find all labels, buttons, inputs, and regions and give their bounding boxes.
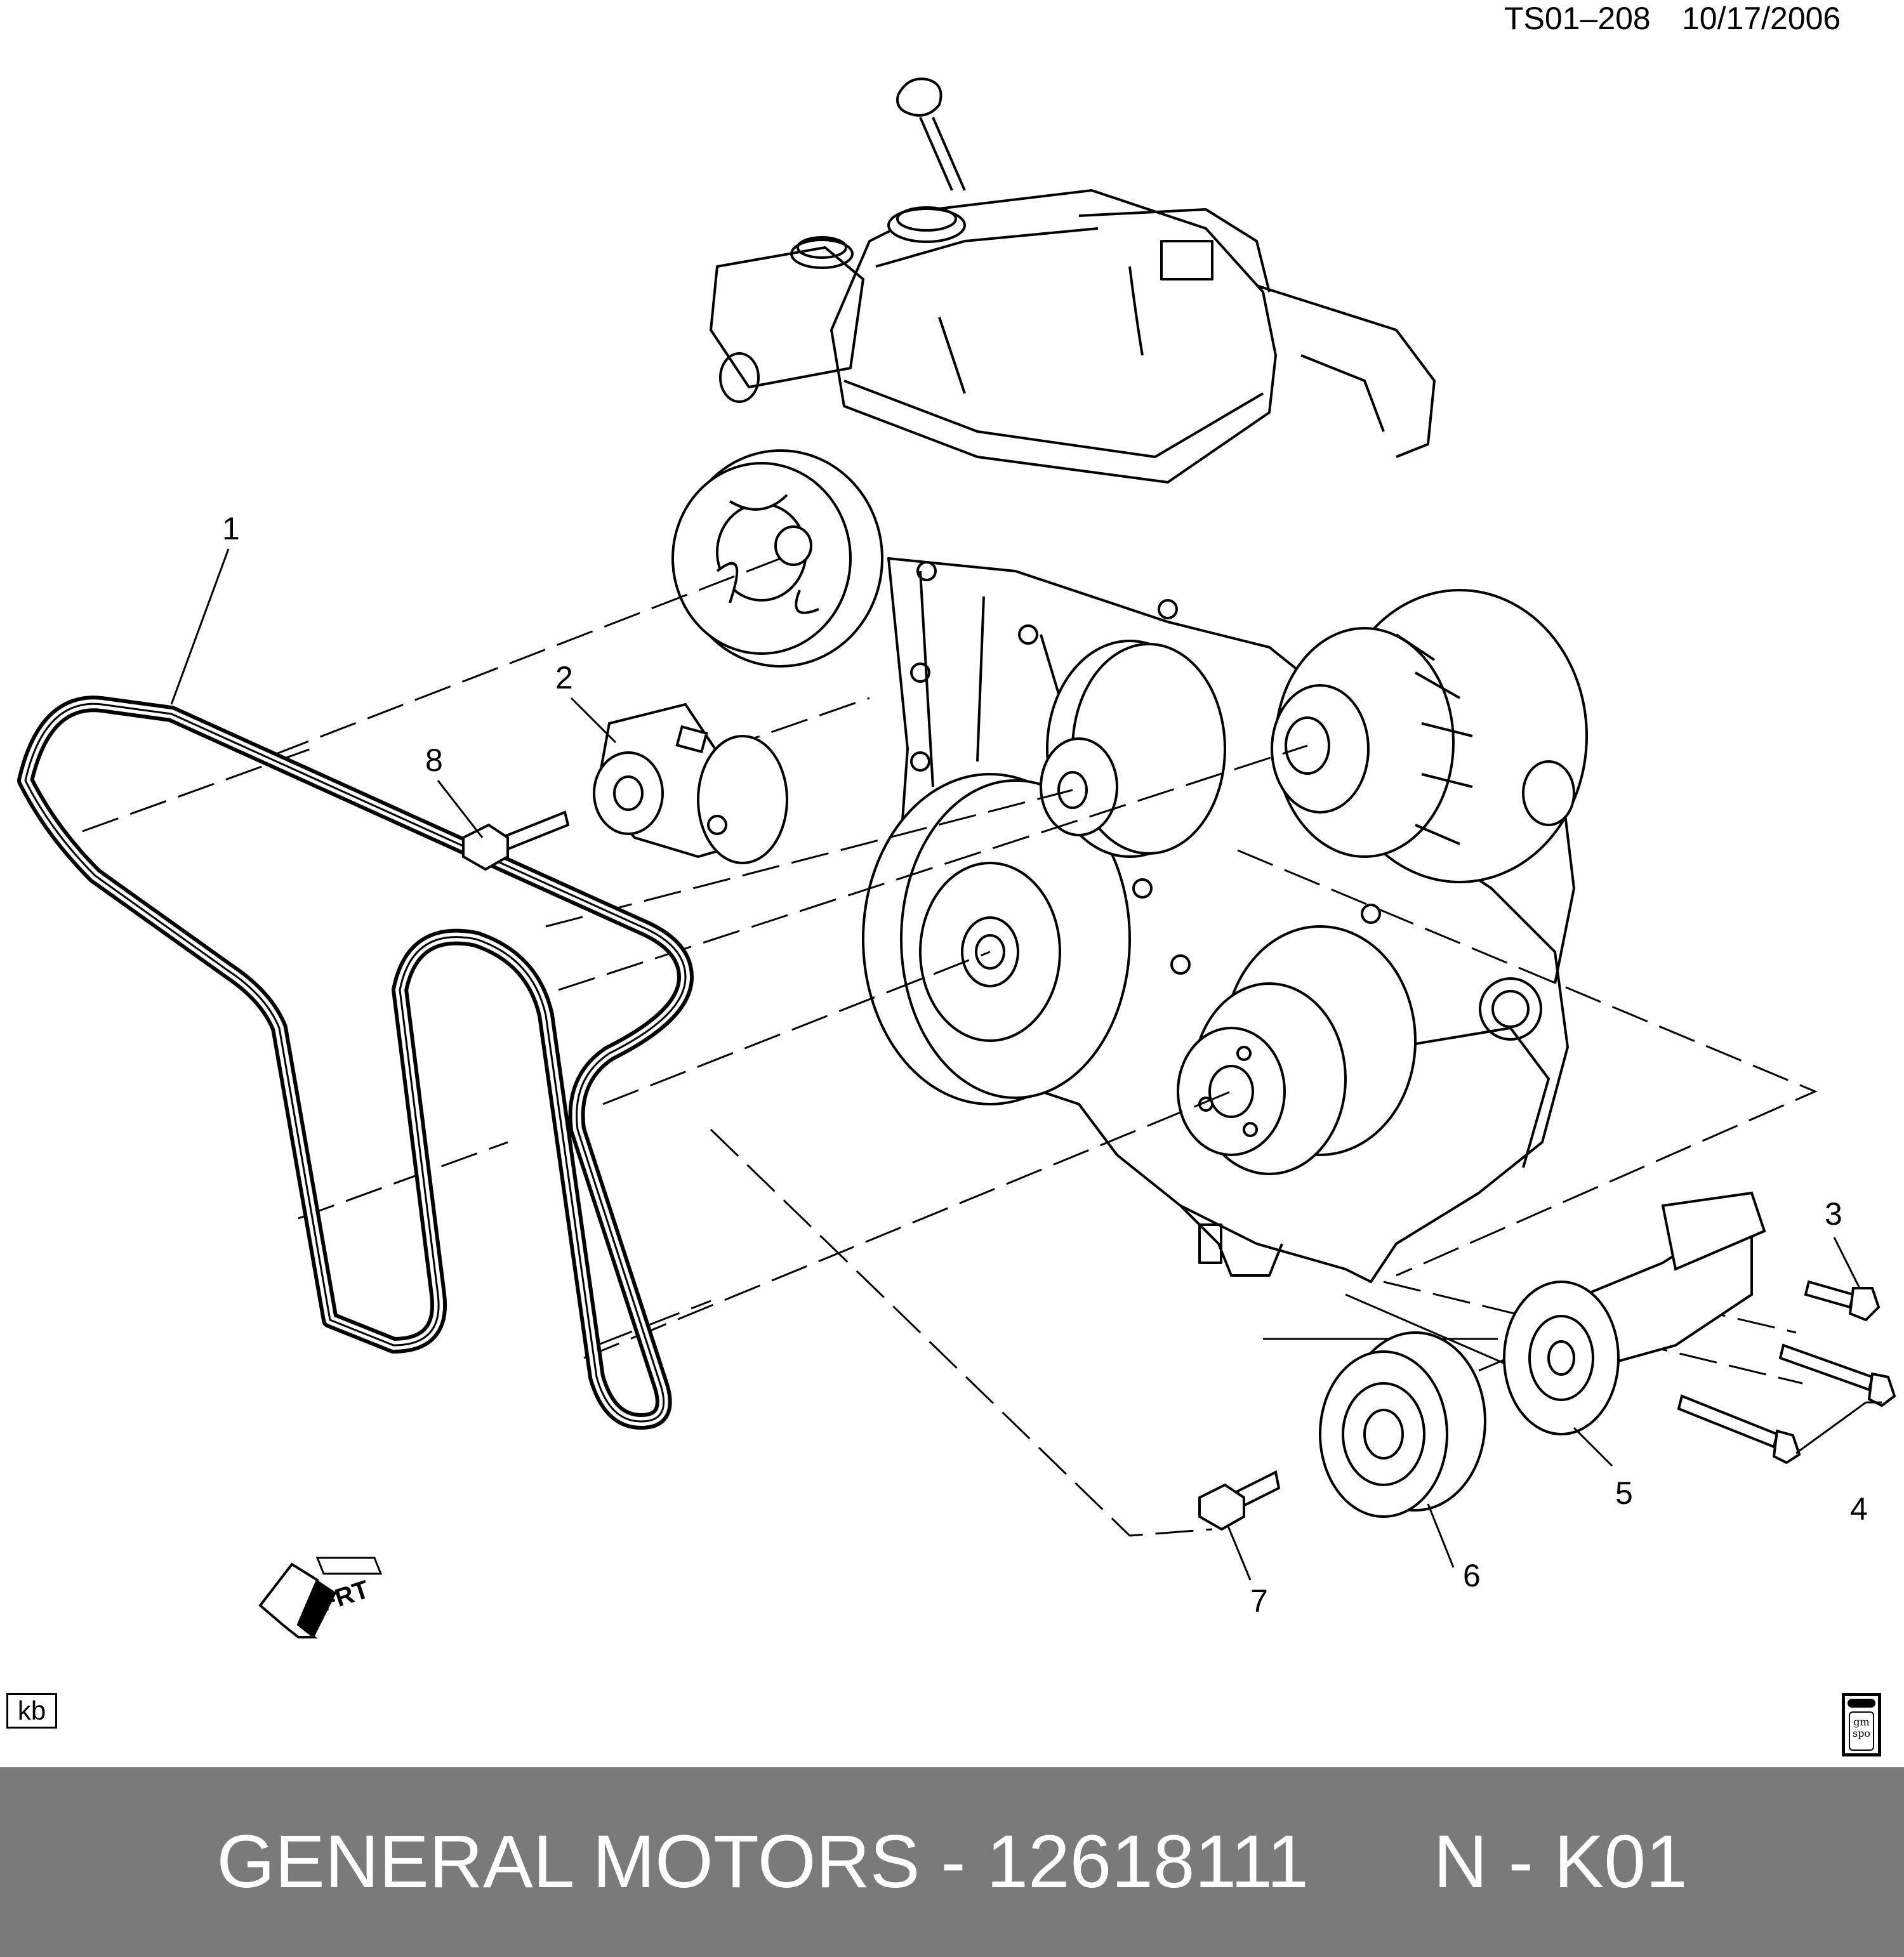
drawing-id: TS01–208 xyxy=(1504,1,1651,36)
footer-brand: GENERAL MOTORS xyxy=(216,1820,920,1904)
callout-1: 1 xyxy=(222,511,240,546)
callout-8: 8 xyxy=(425,742,443,778)
callout-5: 5 xyxy=(1615,1475,1633,1511)
gm-spo-logo-text: gm spo xyxy=(1849,1711,1874,1751)
callout-7: 7 xyxy=(1250,1583,1268,1619)
belt-tensioner xyxy=(593,702,788,864)
tensioner-bolt xyxy=(462,810,570,871)
drawing-date: 10/17/2006 xyxy=(1682,1,1841,36)
gm-spo-logo: gm spo xyxy=(1842,1693,1881,1756)
callout-2: 2 xyxy=(555,660,573,695)
idler-pulley xyxy=(1319,1331,1486,1518)
ac-compressor xyxy=(1177,925,1417,1175)
serpentine-belt xyxy=(17,695,694,1430)
front-direction-arrow: FRT xyxy=(258,1557,383,1638)
footer-part-number: 12618111 xyxy=(986,1820,1309,1904)
power-steering-pulley xyxy=(671,449,883,668)
footer-separator: - xyxy=(941,1820,966,1904)
idler-pulley-bolt xyxy=(1198,1470,1281,1531)
footer-bar: GENERAL MOTORS - 12618111 N - K01 xyxy=(0,1767,1904,1957)
callout-numbers: 1 2 3 4 5 6 7 8 xyxy=(222,511,1868,1619)
callout-4: 4 xyxy=(1850,1491,1868,1527)
idler-bracket xyxy=(1503,1191,1766,1435)
footer-caption: GENERAL MOTORS - 12618111 N - K01 xyxy=(0,1767,1904,1957)
bracket-bolts-long xyxy=(1677,1343,1896,1465)
engine-drive-belt-diagram: TS01–208 10/17/2006 xyxy=(17,1,1896,1638)
frt-label: FRT xyxy=(317,1576,373,1618)
bracket-bolt-short xyxy=(1804,1280,1881,1322)
callout-leaders xyxy=(170,548,1882,1581)
callout-6: 6 xyxy=(1463,1558,1481,1593)
kb-stamp: kb xyxy=(6,1693,57,1729)
gm-spo-logo-bar xyxy=(1848,1699,1875,1708)
water-pump-pulley xyxy=(1040,640,1226,858)
callout-3: 3 xyxy=(1825,1196,1842,1232)
generator xyxy=(1271,589,1588,883)
footer-code: N - K01 xyxy=(1433,1820,1688,1904)
